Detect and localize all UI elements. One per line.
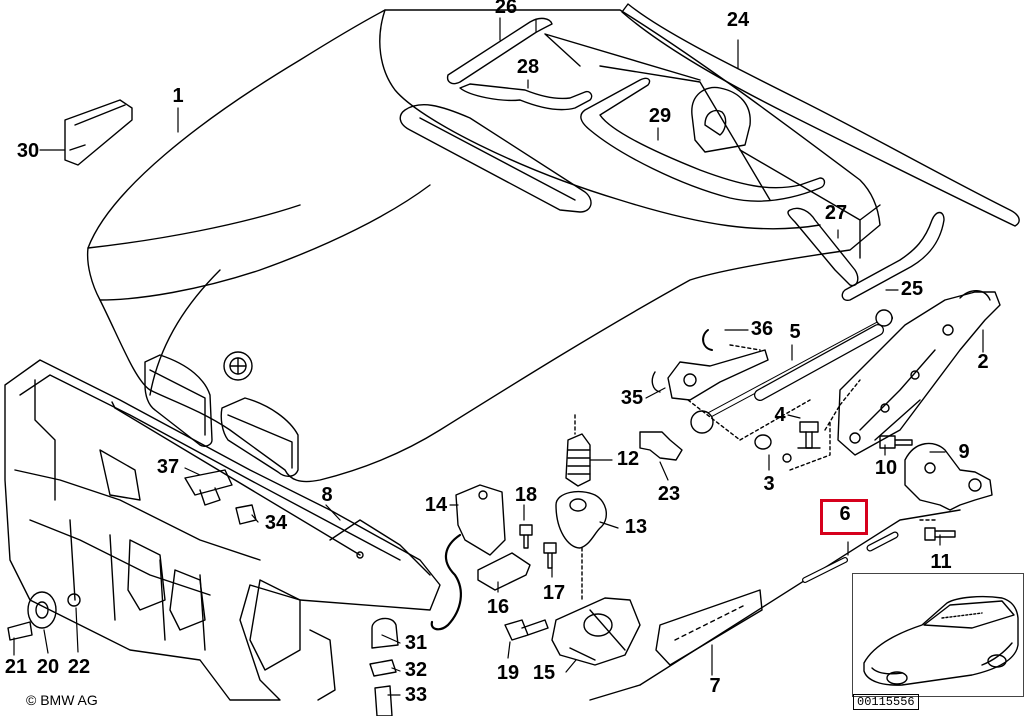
part-label-37[interactable]: 37: [156, 456, 180, 478]
part-label-8[interactable]: 8: [321, 484, 333, 506]
part-label-35[interactable]: 35: [620, 387, 644, 409]
part-label-3[interactable]: 3: [763, 473, 775, 495]
part-label-9[interactable]: 9: [958, 441, 970, 463]
part-label-29[interactable]: 29: [648, 105, 672, 127]
part-label-26[interactable]: 26: [494, 0, 518, 18]
diagram-reference-number: 00115556: [853, 694, 919, 710]
part-label-21[interactable]: 21: [4, 656, 28, 678]
part-label-31[interactable]: 31: [404, 632, 428, 654]
part-label-15[interactable]: 15: [532, 662, 556, 684]
part-label-25[interactable]: 25: [900, 278, 924, 300]
part-label-33[interactable]: 33: [404, 684, 428, 706]
front-frame-drawing: [4, 359, 441, 701]
part-label-32[interactable]: 32: [404, 659, 428, 681]
part-label-23[interactable]: 23: [657, 483, 681, 505]
lock-parts-drawing: [430, 414, 683, 666]
part-label-34[interactable]: 34: [264, 512, 288, 534]
part-label-24[interactable]: 24: [726, 9, 750, 31]
part-label-1[interactable]: 1: [172, 85, 184, 107]
cable-drawing: [111, 401, 961, 701]
part-label-30[interactable]: 30: [16, 140, 40, 162]
part-label-16[interactable]: 16: [486, 596, 510, 618]
copyright-notice: © BMW AG: [26, 692, 98, 708]
hood-drawing: [86, 9, 881, 483]
part-label-22[interactable]: 22: [67, 656, 91, 678]
part-label-6[interactable]: 6: [839, 503, 851, 525]
part-label-12[interactable]: 12: [616, 448, 640, 470]
part-label-4[interactable]: 4: [774, 404, 786, 426]
part-label-20[interactable]: 20: [36, 656, 60, 678]
small-parts-drawing: [7, 469, 399, 716]
part-label-19[interactable]: 19: [496, 662, 520, 684]
part-label-13[interactable]: 13: [624, 516, 648, 538]
leader-lines: [13, 17, 984, 696]
inset-car-thumbnail: [852, 573, 1024, 697]
part-label-2[interactable]: 2: [977, 351, 989, 373]
part-label-18[interactable]: 18: [514, 484, 538, 506]
hinge-strut-drawing: [651, 290, 1001, 541]
part-label-11[interactable]: 11: [930, 551, 952, 573]
part-label-5[interactable]: 5: [789, 321, 801, 343]
inset-car-drawing: [863, 595, 1019, 686]
highlight-box: [820, 499, 868, 535]
part-label-28[interactable]: 28: [516, 56, 540, 78]
part-label-27[interactable]: 27: [824, 202, 848, 224]
part-label-14[interactable]: 14: [424, 494, 448, 516]
part-label-7[interactable]: 7: [709, 675, 721, 697]
seals-drawing: [64, 3, 1020, 302]
part-label-10[interactable]: 10: [874, 457, 898, 479]
part-label-36[interactable]: 36: [750, 318, 774, 340]
part-label-17[interactable]: 17: [542, 582, 566, 604]
